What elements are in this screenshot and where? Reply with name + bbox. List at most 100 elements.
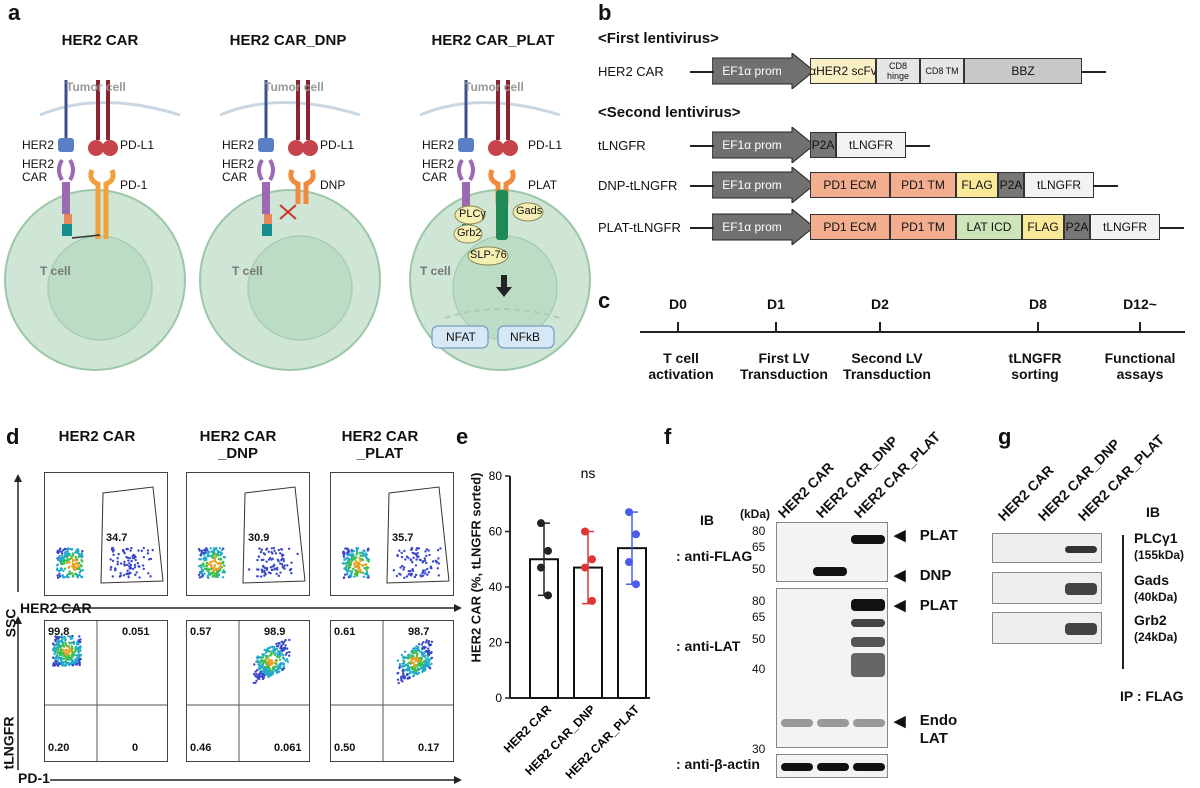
her2car-label-3: HER2 CAR <box>422 157 455 184</box>
data-point <box>544 546 552 555</box>
x-tick-label: HER2 CAR_PLAT <box>563 702 643 782</box>
construct-segment: FLAG <box>956 172 998 198</box>
nfkb-label: NFkB <box>510 330 540 344</box>
data-point <box>544 591 552 600</box>
flow-plot-quadrant <box>44 620 168 762</box>
dnp-label: DNP <box>320 178 346 192</box>
quadrant-value-ur: 98.9 <box>264 626 286 638</box>
y-tick-label: 60 <box>489 525 503 539</box>
panel-a-title-1: HER2 CAR <box>61 32 139 49</box>
actin-blot <box>776 754 888 778</box>
lat-band-endo-3 <box>853 719 885 727</box>
pd1-label-1: PD-1 <box>120 178 148 192</box>
quadrant-value-ll: 0.50 <box>334 742 356 754</box>
grb2-blot <box>992 612 1102 644</box>
plcg-label: PLCγ <box>459 208 486 220</box>
tcell-label-2: T cell <box>232 264 263 278</box>
her2-label-1: HER2 <box>22 138 55 152</box>
construct-backbone <box>906 145 930 147</box>
construct-segment: tLNGFR <box>1090 214 1160 240</box>
lat-blot <box>776 588 888 748</box>
grb2-name: Grb2 <box>1134 612 1167 628</box>
tumor-cell-label-3: Tumor cell <box>464 80 524 94</box>
pdl1-label-2: PD-L1 <box>320 138 355 152</box>
ssc-axis-label: SSC <box>2 608 19 638</box>
data-point <box>625 508 633 517</box>
promoter-label: EF1α prom <box>722 178 782 192</box>
event-second-lv: Second LV Transduction <box>843 350 931 382</box>
gate-value: 30.9 <box>248 532 270 544</box>
quadrant-value-lr: 0.17 <box>418 742 440 754</box>
construct-backbone <box>1082 71 1106 73</box>
gate-value: 34.7 <box>106 532 128 544</box>
y-tick-label: 40 <box>489 580 503 594</box>
construct-name: DNP-tLNGFR <box>598 178 678 193</box>
her2-label-2: HER2 <box>222 138 255 152</box>
pd1-axis-label: PD-1 <box>18 770 50 786</box>
plcg1-blot <box>992 533 1102 563</box>
flag-marker-65: 65 <box>752 540 766 554</box>
data-point <box>588 555 596 564</box>
data-point <box>581 563 589 572</box>
quadrant-value-lr: 0.061 <box>274 742 302 754</box>
flow-col-title-1: HER2 CAR <box>58 428 136 445</box>
flow-plot-quadrant <box>330 620 454 762</box>
data-point <box>625 558 633 567</box>
construct-segment: αHER2 scFv <box>810 58 876 84</box>
endo-lat-label: ◀ Endo LAT <box>894 712 958 747</box>
construct-segment: PD1 ECM <box>810 172 890 198</box>
flow-plot-ssc <box>44 472 168 596</box>
gads-band <box>1065 583 1097 595</box>
second-lentivirus-header: <Second lentivirus> <box>598 104 741 121</box>
panel-a-title-3: HER2 CAR_PLAT <box>431 32 555 49</box>
panel-letter-g: g <box>998 424 1012 449</box>
gate-value: 35.7 <box>392 532 414 544</box>
data-point <box>537 519 545 528</box>
slp76-label: SLP-76 <box>470 249 507 261</box>
f-kda-label: (kDa) <box>740 507 771 521</box>
nfat-label: NFAT <box>446 330 476 344</box>
lat-band-endo-1 <box>781 719 813 727</box>
y-tick-label: 80 <box>489 469 503 483</box>
plat-band-label-2: ◀ PLAT <box>894 597 958 614</box>
construct-name: tLNGFR <box>598 138 646 153</box>
event-sorting: tLNGFR sorting <box>1008 350 1062 382</box>
flag-band-plat <box>851 535 885 544</box>
promoter-label: EF1α prom <box>722 64 782 78</box>
construct-backbone <box>690 185 714 187</box>
lat-marker-50: 50 <box>752 632 766 646</box>
promoter-label: EF1α prom <box>722 138 782 152</box>
quadrant-value-ll: 0.46 <box>190 742 212 754</box>
g-ib-label: IB <box>1146 504 1160 520</box>
data-point <box>581 527 589 536</box>
promoter-arrow: EF1α prom <box>712 167 815 203</box>
construct-segment: PD1 TM <box>890 172 956 198</box>
promoter-label: EF1α prom <box>722 220 782 234</box>
y-tick-label: 20 <box>489 636 503 650</box>
tlngfr-axis-label: tLNGFR <box>0 716 17 770</box>
her2car-label-2: HER2 CAR <box>222 157 255 184</box>
construct-segment: PD1 TM <box>890 214 956 240</box>
dnp-band-label-text: DNP <box>919 567 952 584</box>
flow-col-title-2: HER2 CAR _DNP <box>199 428 277 462</box>
her2-label-3: HER2 <box>422 138 455 152</box>
plat-band-label-1: ◀ PLAT <box>894 527 958 544</box>
construct-segment: P2A <box>1064 214 1090 240</box>
panel-letter-a: a <box>8 0 21 25</box>
plat-label-a: PLAT <box>528 178 558 192</box>
data-point <box>632 580 640 589</box>
her2car-axis-label: HER2 CAR <box>20 600 92 616</box>
construct-segment: P2A <box>998 172 1024 198</box>
quadrant-value-ur: 0.051 <box>122 626 150 638</box>
flag-marker-80: 80 <box>752 524 766 538</box>
promoter-arrow: EF1α prom <box>712 127 815 163</box>
lat-band-plat-mid1 <box>851 619 885 627</box>
actin-band-1 <box>781 763 813 771</box>
event-activation: T cell activation <box>648 350 714 382</box>
data-point <box>588 596 596 605</box>
construct-segment: tLNGFR <box>1024 172 1094 198</box>
panel-a-title-2: HER2 CAR_DNP <box>229 32 347 49</box>
panel-letter-c: c <box>598 288 611 313</box>
lat-marker-80: 80 <box>752 594 766 608</box>
